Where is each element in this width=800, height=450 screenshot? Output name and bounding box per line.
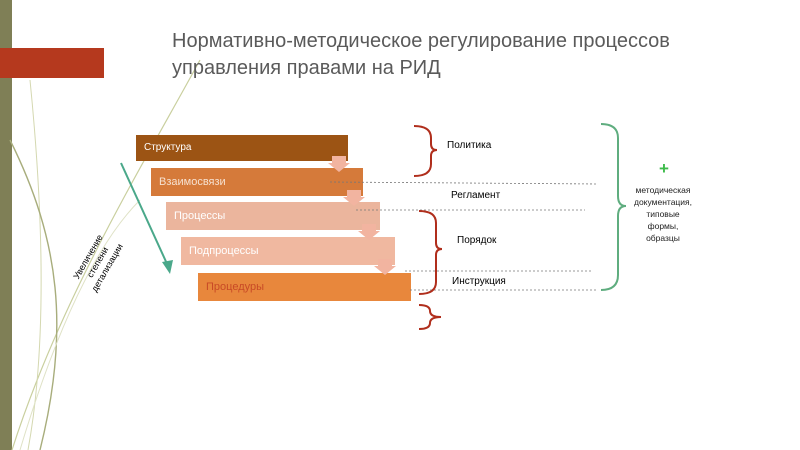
decor-curve-4 bbox=[19, 199, 141, 450]
green-bracket bbox=[600, 123, 627, 291]
side-note: методическая документация, типовые формы… bbox=[626, 184, 700, 244]
step-arrow-2 bbox=[343, 190, 365, 206]
page-title-line1: Нормативно-методическое регулирование пр… bbox=[172, 30, 670, 52]
red-bracket-politika bbox=[413, 125, 438, 177]
step-procedures: Процедуры bbox=[198, 273, 411, 301]
red-bracket-small bbox=[418, 304, 442, 330]
step-arrow-1 bbox=[328, 156, 350, 172]
decor-curve-3 bbox=[9, 139, 58, 450]
side-note-line-5: образцы bbox=[646, 233, 680, 243]
step-arrow-3 bbox=[358, 224, 380, 240]
title-accent-bar bbox=[0, 48, 104, 78]
side-note-line-1: методическая bbox=[635, 185, 691, 195]
left-decor-stripe bbox=[0, 0, 12, 450]
plus-icon: + bbox=[659, 159, 669, 178]
level-label-politika: Политика bbox=[447, 140, 492, 151]
step-structure: Структура bbox=[136, 135, 348, 161]
page-title-line2: управления правами на РИД bbox=[172, 57, 441, 79]
step-processes: Процессы bbox=[166, 202, 380, 230]
detail-arrow-line bbox=[120, 162, 169, 267]
dashed-divider-1 bbox=[329, 181, 599, 185]
level-label-instruktsiya: Инструкция bbox=[452, 276, 506, 287]
side-note-line-2: документация, bbox=[633, 197, 693, 207]
side-note-line-3: типовые bbox=[646, 209, 680, 219]
level-label-reglament: Регламент bbox=[451, 190, 501, 201]
step-subprocesses: Подпроцессы bbox=[181, 237, 395, 265]
side-note-line-4: формы, bbox=[647, 221, 679, 231]
red-bracket-poryadok bbox=[418, 210, 443, 295]
page-title: Нормативно-методическое регулирование пр… bbox=[172, 28, 772, 82]
decor-curve-2 bbox=[27, 79, 42, 450]
decor-curve-1 bbox=[11, 59, 201, 450]
detail-arrow-head bbox=[162, 260, 173, 274]
level-label-poryadok: Порядок bbox=[457, 235, 497, 246]
step-relations: Взаимосвязи bbox=[151, 168, 363, 196]
step-arrow-4 bbox=[374, 259, 396, 275]
